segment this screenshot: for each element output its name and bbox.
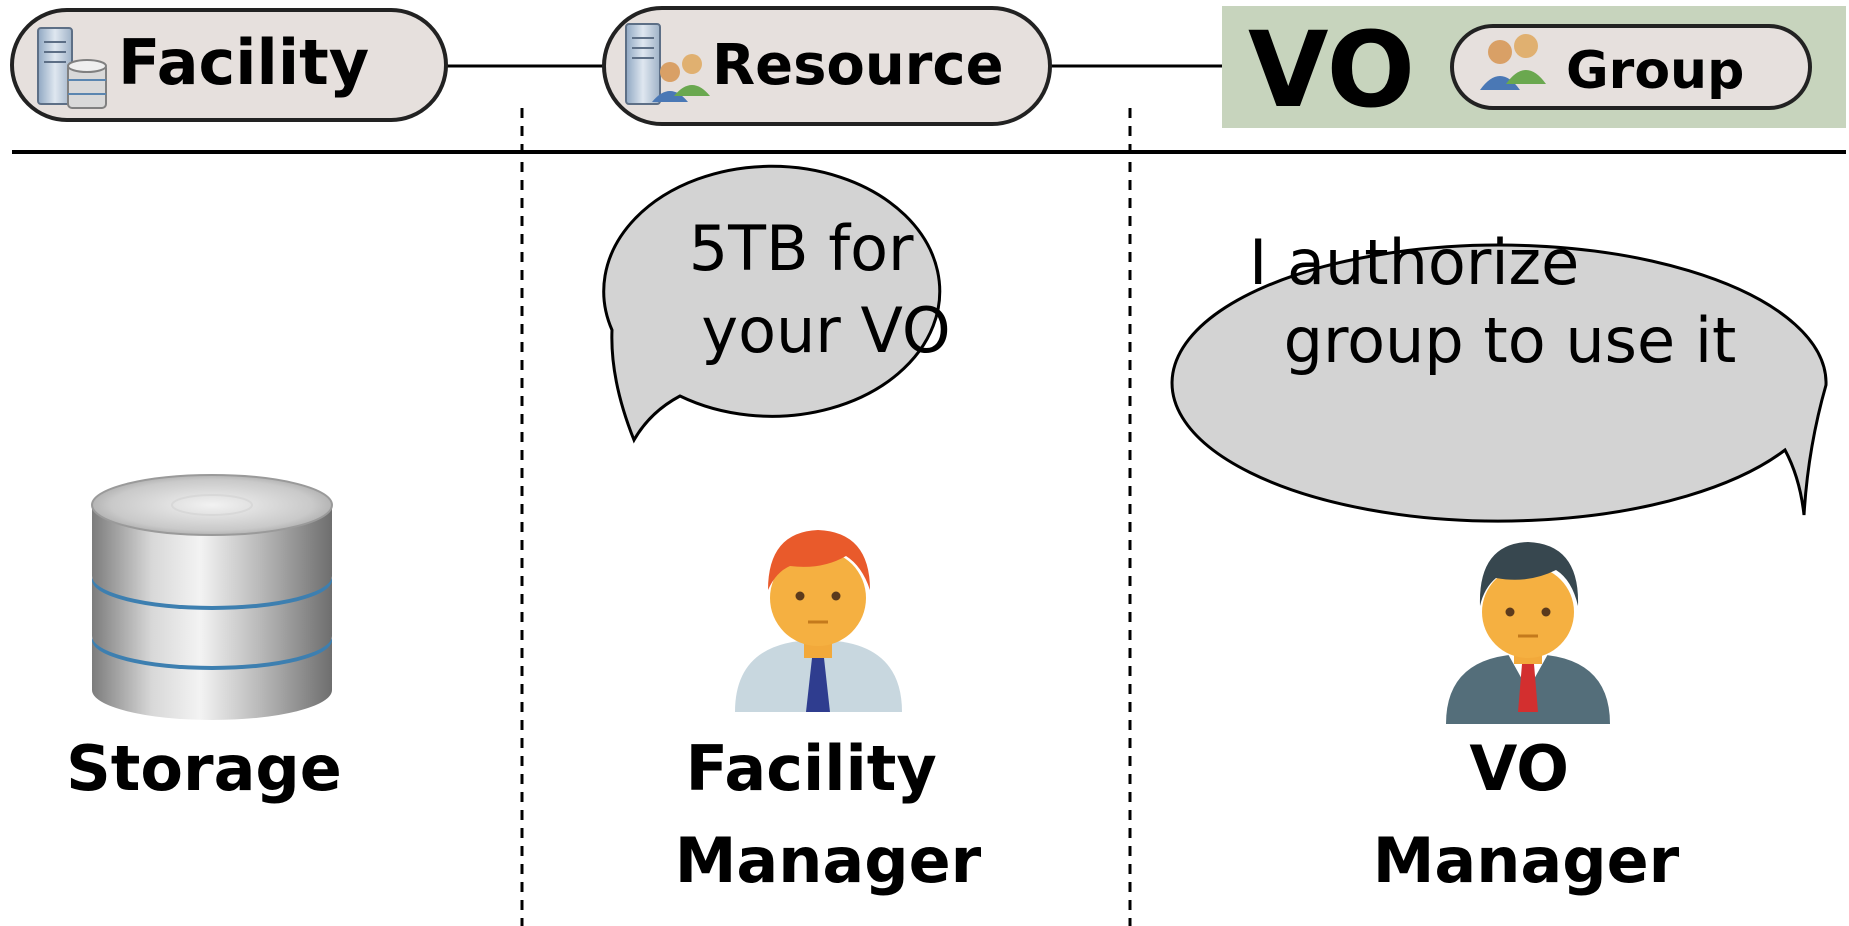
vo-manager-column: I authorize group to use it VO Manager <box>1170 226 1828 897</box>
facility-manager-column: 5TB for your VO Facility Manager <box>602 164 982 897</box>
speech-vo-line-1: I authorize <box>1249 226 1579 299</box>
speech-facility-line-1: 5TB for <box>689 212 914 285</box>
svg-text:VO Manager: VO Manager <box>1373 732 1680 897</box>
resource-pill-label: Resource <box>712 33 1004 98</box>
vo-manager-label-line-1: VO <box>1469 732 1569 805</box>
facility-pill[interactable]: Facility <box>10 8 448 122</box>
suit-manager-avatar-icon <box>1446 542 1610 724</box>
speech-vo-line-2: group to use it <box>1284 304 1737 377</box>
group-pill-label: Group <box>1566 41 1744 101</box>
server-users-icon <box>625 23 710 105</box>
group-pill[interactable]: Group <box>1450 24 1812 110</box>
speech-bubble-facility: 5TB for your VO <box>602 164 951 444</box>
users-icon <box>1480 34 1546 90</box>
speech-bubble-vo: I authorize group to use it <box>1170 226 1828 523</box>
svg-text:I authorize group to u: I authorize group to use it <box>1249 226 1736 377</box>
facility-pill-label: Facility <box>118 26 369 99</box>
server-storage-icon <box>37 27 107 109</box>
header-row: Facility Resource VO <box>10 6 1846 131</box>
facility-manager-label-line-1: Facility <box>686 732 937 805</box>
resource-pill[interactable]: Resource <box>602 6 1052 126</box>
facility-manager-label-line-2: Manager <box>675 824 982 897</box>
storage-label: Storage <box>66 732 342 805</box>
storage-column: Storage <box>66 474 342 805</box>
speech-facility-line-2: your VO <box>701 294 950 367</box>
manager-avatar-icon <box>735 530 902 712</box>
vo-label: VO <box>1248 9 1415 131</box>
vo-manager-label-line-2: Manager <box>1373 824 1680 897</box>
svg-text:Facility Manager: Facility Manager <box>675 732 982 897</box>
database-icon <box>91 474 333 720</box>
svg-text:5TB for your VO: 5TB for your VO <box>689 212 951 367</box>
